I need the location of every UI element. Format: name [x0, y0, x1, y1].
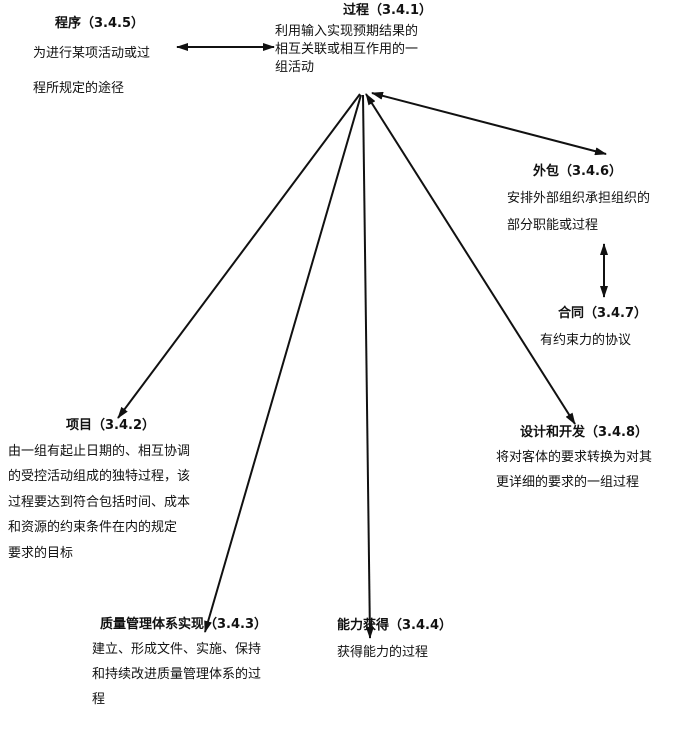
node-qms: 质量管理体系实现（3.4.3） 建立、形成文件、实施、保持 和持续改进质量管理体…: [92, 612, 267, 712]
node-outsource: 外包（3.4.6） 安排外部组织承担组织的 部分职能或过程: [507, 158, 650, 239]
node-contract: 合同（3.4.7） 有约束力的协议: [540, 300, 647, 354]
node-text: 为进行某项活动或过: [33, 46, 151, 61]
node-title: 合同（3.4.7）: [558, 306, 648, 321]
node-text: 部分职能或过程: [507, 218, 599, 233]
node-title: 过程（3.4.1）: [343, 3, 433, 18]
arrow-process-competence: [362, 94, 374, 639]
node-text: 由一组有起止日期的、相互协调: [8, 443, 191, 459]
node-title: 项目（3.4.2）: [66, 418, 156, 433]
node-title: 能力获得（3.4.4）: [337, 618, 453, 633]
node-text: 获得能力的过程: [337, 645, 429, 660]
node-text: 程所规定的途径: [33, 81, 125, 96]
node-competence: 能力获得（3.4.4） 获得能力的过程: [337, 612, 452, 666]
node-title: 设计和开发（3.4.8）: [520, 425, 649, 440]
node-procedure: 程序（3.4.5） 为进行某项活动或过 程所规定的途径: [33, 12, 150, 106]
node-text: 和持续改进质量管理体系的过: [92, 667, 262, 682]
node-text: 要求的目标: [8, 545, 74, 561]
node-project: 项目（3.4.2） 由一组有起止日期的、相互协调 的受控活动组成的独特过程，该 …: [8, 413, 190, 566]
node-text: 相互关联或相互作用的一: [275, 42, 419, 57]
node-text: 有约束力的协议: [540, 333, 632, 348]
node-text: 的受控活动组成的独特过程，该: [8, 469, 191, 484]
node-design: 设计和开发（3.4.8） 将对客体的要求转换为对其 更详细的要求的一组过程: [496, 420, 652, 495]
node-text: 将对客体的要求转换为对其: [496, 450, 653, 465]
arrow-process-outsource: [371, 91, 607, 156]
node-text: 组活动: [275, 60, 315, 75]
node-process: 过程（3.4.1） 利用输入实现预期结果的 相互关联或相互作用的一 组活动: [275, 0, 432, 77]
node-text: 过程要达到符合包括时间、成本: [8, 494, 191, 510]
arrow-process-design: [365, 93, 576, 425]
node-title: 外包（3.4.6）: [533, 164, 623, 179]
node-title: 质量管理体系实现（3.4.3）: [100, 617, 268, 632]
node-text: 更详细的要求的一组过程: [496, 475, 640, 490]
arrow-process-qms: [204, 94, 362, 633]
node-text: 利用输入实现预期结果的: [275, 24, 419, 39]
node-text: 程: [92, 692, 106, 707]
arrow-process-project: [117, 93, 361, 419]
node-text: 建立、形成文件、实施、保持: [92, 642, 262, 657]
node-text: 和资源的约束条件在内的规定: [8, 520, 178, 535]
node-title: 程序（3.4.5）: [55, 16, 145, 31]
node-text: 安排外部组织承担组织的: [507, 191, 651, 206]
